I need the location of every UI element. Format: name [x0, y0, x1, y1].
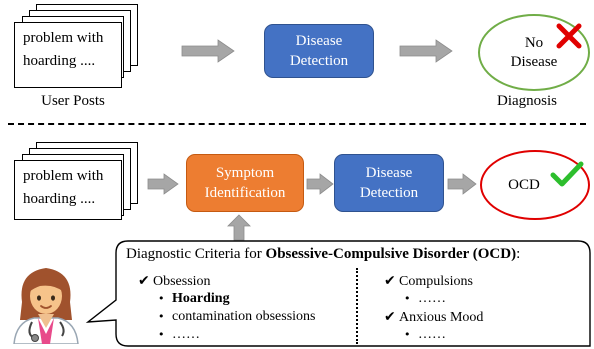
criterion-anxious-mood: ✔Anxious Mood [384, 309, 484, 325]
no-disease-result: No Disease [478, 14, 590, 91]
bullet-icon: • [158, 292, 165, 305]
criteria-left-column: ✔Obsession •Hoarding •contamination obse… [138, 272, 316, 344]
criterion-item: •…… [404, 327, 446, 342]
criteria-column-separator [356, 268, 358, 344]
post-card-front: problem with hoarding .... [14, 22, 122, 88]
criterion-compulsions: ✔Compulsions [384, 273, 473, 289]
criteria-right-column: ✔Compulsions •…… ✔Anxious Mood •…… [384, 272, 483, 344]
criterion-item: •…… [404, 291, 446, 306]
ocd-result: OCD [480, 150, 590, 220]
post-line: hoarding .... [23, 191, 96, 207]
post-line: problem with [23, 168, 104, 184]
criterion-item: •contamination obsessions [158, 309, 316, 324]
check-icon: ✔ [384, 309, 396, 325]
red-cross-icon [556, 23, 582, 49]
up-arrow-icon [227, 214, 251, 241]
criterion-item: •…… [158, 327, 200, 342]
bullet-icon: • [404, 328, 411, 341]
post-card-front: problem with hoarding .... [14, 160, 122, 220]
bullet-icon: • [404, 292, 411, 305]
arrow-icon [147, 173, 179, 195]
bullet-icon: • [158, 310, 165, 323]
criterion-item: •Hoarding [158, 291, 230, 306]
disease-detection-box-bottom: Disease Detection [334, 154, 444, 212]
female-doctor-icon [13, 268, 79, 344]
arrow-icon [181, 39, 235, 63]
arrow-icon [447, 173, 477, 195]
green-check-icon [550, 161, 584, 187]
post-line: problem with [23, 30, 104, 46]
symptom-identification-box: Symptom Identification [186, 154, 304, 212]
disease-detection-box-top: Disease Detection [264, 24, 374, 78]
arrow-icon [306, 173, 334, 195]
criterion-obsession: ✔Obsession [138, 273, 211, 289]
bullet-icon: • [158, 328, 165, 341]
check-icon: ✔ [138, 273, 150, 289]
post-line: hoarding .... [23, 53, 96, 69]
user-posts-label: User Posts [41, 93, 105, 109]
section-divider [8, 123, 586, 125]
diagnosis-label: Diagnosis [497, 93, 557, 109]
criteria-title: Diagnostic Criteria for Obsessive-Compul… [126, 246, 521, 262]
arrow-icon [399, 39, 453, 63]
check-icon: ✔ [384, 273, 396, 289]
